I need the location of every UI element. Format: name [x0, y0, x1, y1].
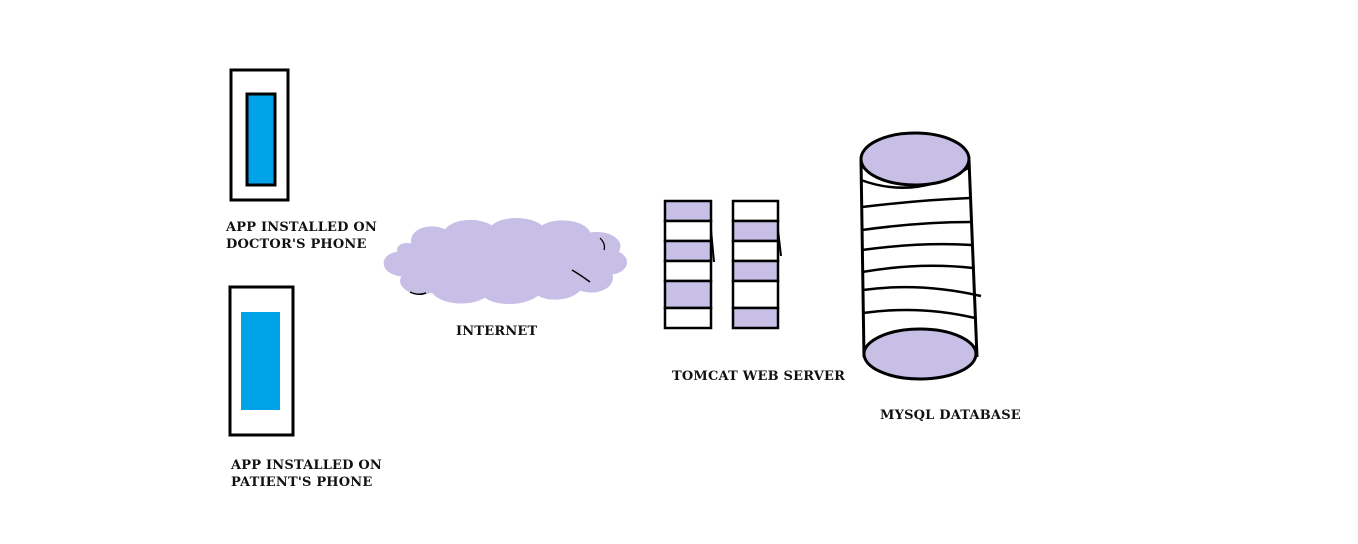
web-server-label: TOMCAT WEB SERVER	[672, 369, 846, 384]
doctor-phone-screen	[245, 92, 277, 187]
server-rack-right	[731, 199, 782, 330]
doctor-phone-label-line2: DOCTOR'S PHONE	[226, 237, 367, 252]
doctor-phone-label: APP INSTALLED ON DOCTOR'S PHONE	[226, 219, 377, 253]
cloud-icon	[383, 218, 627, 304]
server-rack-left	[663, 199, 715, 330]
internet-label: INTERNET	[456, 324, 538, 339]
cloud-shape	[383, 218, 627, 304]
patient-phone-label: APP INSTALLED ON PATIENT'S PHONE	[231, 457, 382, 491]
patient-phone-label-line1: APP INSTALLED ON	[231, 458, 382, 473]
doctor-phone-icon	[229, 68, 290, 202]
patient-phone-label-line2: PATIENT'S PHONE	[231, 475, 373, 490]
patient-phone-screen	[241, 312, 280, 410]
database-bottom	[862, 327, 978, 381]
database-top	[859, 131, 971, 187]
patient-phone-icon	[228, 285, 295, 437]
doctor-phone-label-line1: APP INSTALLED ON	[226, 220, 377, 235]
database-label: MYSQL DATABASE	[880, 408, 1021, 423]
database-cylinder-icon	[859, 131, 982, 381]
server-rack-icon	[663, 199, 782, 330]
